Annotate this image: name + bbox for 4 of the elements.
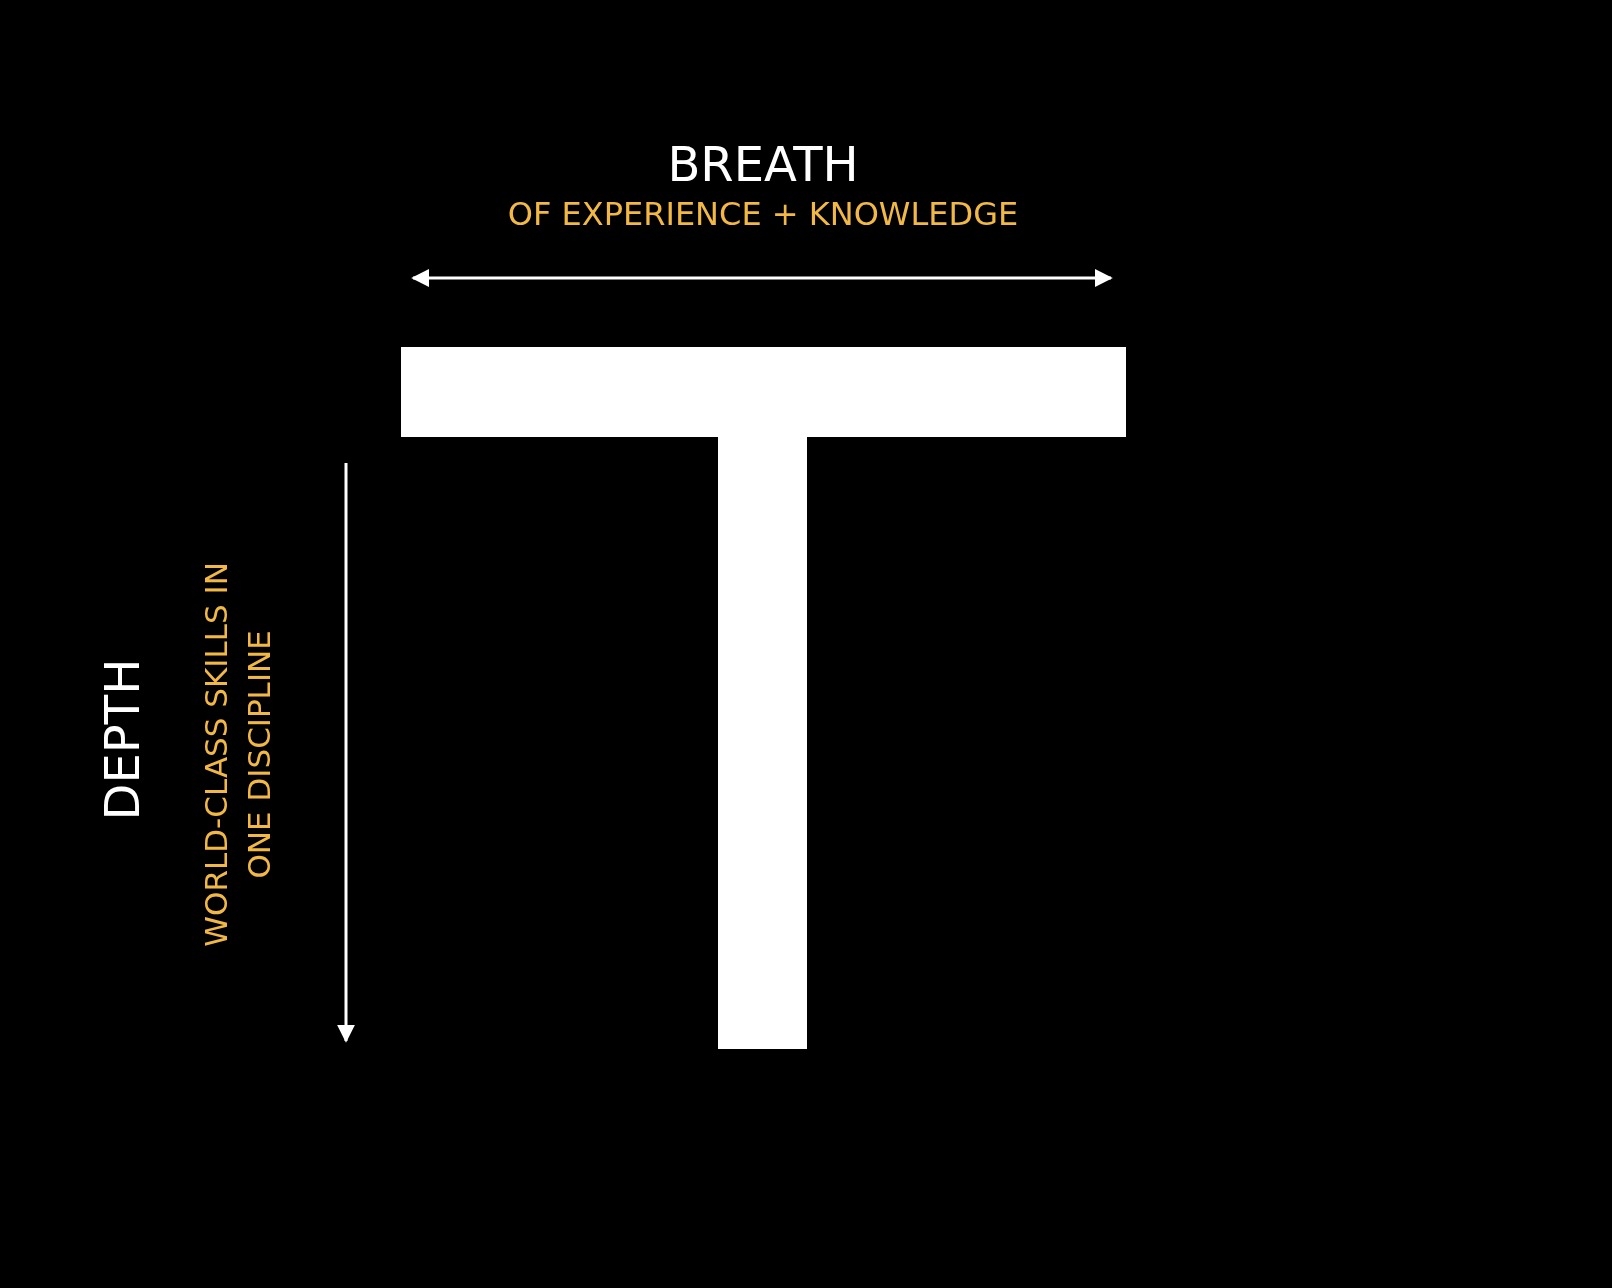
- subheading: WORLD-CLASS SKILLS IN ONE DISCIPLINE: [196, 560, 278, 949]
- heading: DEPTH: [93, 658, 152, 823]
- heading: BREATH: [666, 135, 860, 195]
- subheading: OF EXPERIENCE + KNOWLEDGE: [506, 193, 1020, 235]
